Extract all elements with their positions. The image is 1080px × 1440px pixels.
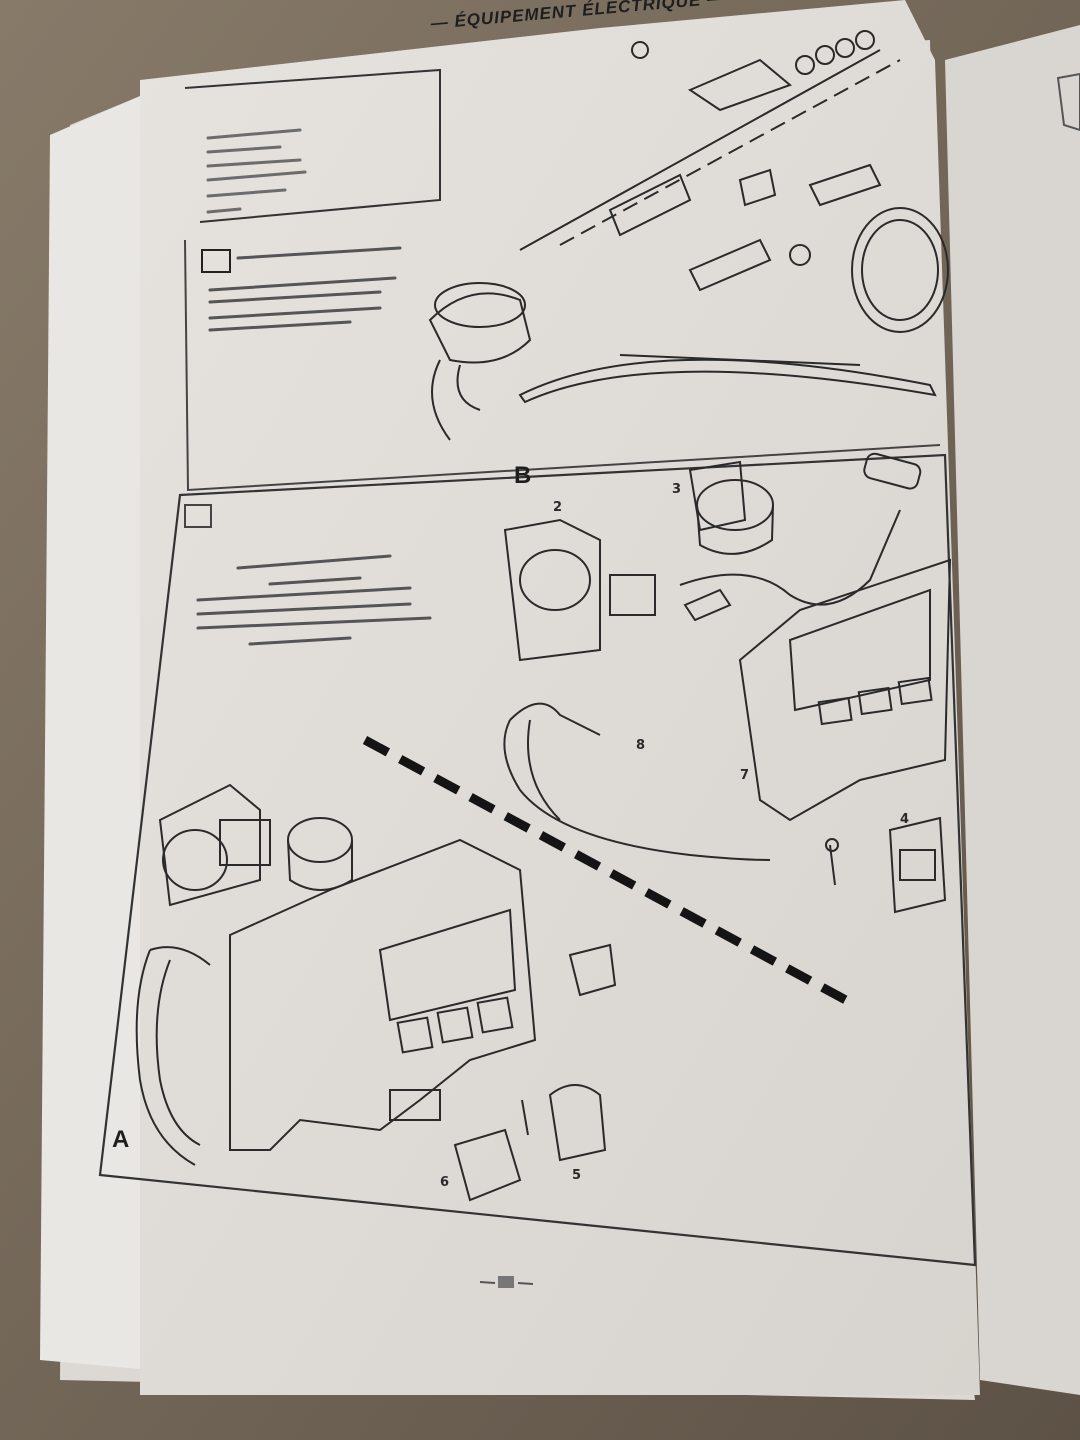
main-page (140, 0, 980, 1395)
dashboard-drawing-b (503, 452, 952, 914)
callout-8: 8 (636, 738, 646, 753)
top-panel-frame (184, 68, 441, 223)
figure-label-a: A (112, 1126, 130, 1153)
callout-7: 7 (740, 768, 750, 783)
text-block-top (206, 128, 307, 214)
bottom-panel-frame (98, 453, 977, 1267)
text-block-36 (208, 246, 402, 332)
figure-label-b: B (514, 462, 532, 489)
right-page (945, 25, 1080, 1395)
callout-4: 4 (900, 812, 910, 827)
section-37-badge (184, 504, 212, 528)
section-36-badge (201, 249, 231, 273)
callout-6: 6 (440, 1175, 450, 1190)
dashboard-drawing-a (135, 783, 617, 1202)
callout-3: 3 (672, 482, 682, 497)
text-block-37 (196, 554, 432, 646)
callout-5: 5 (572, 1168, 582, 1183)
wiper-drawing (428, 30, 949, 441)
separator-dashed-line (362, 736, 858, 1009)
callout-2: 2 (553, 500, 563, 515)
